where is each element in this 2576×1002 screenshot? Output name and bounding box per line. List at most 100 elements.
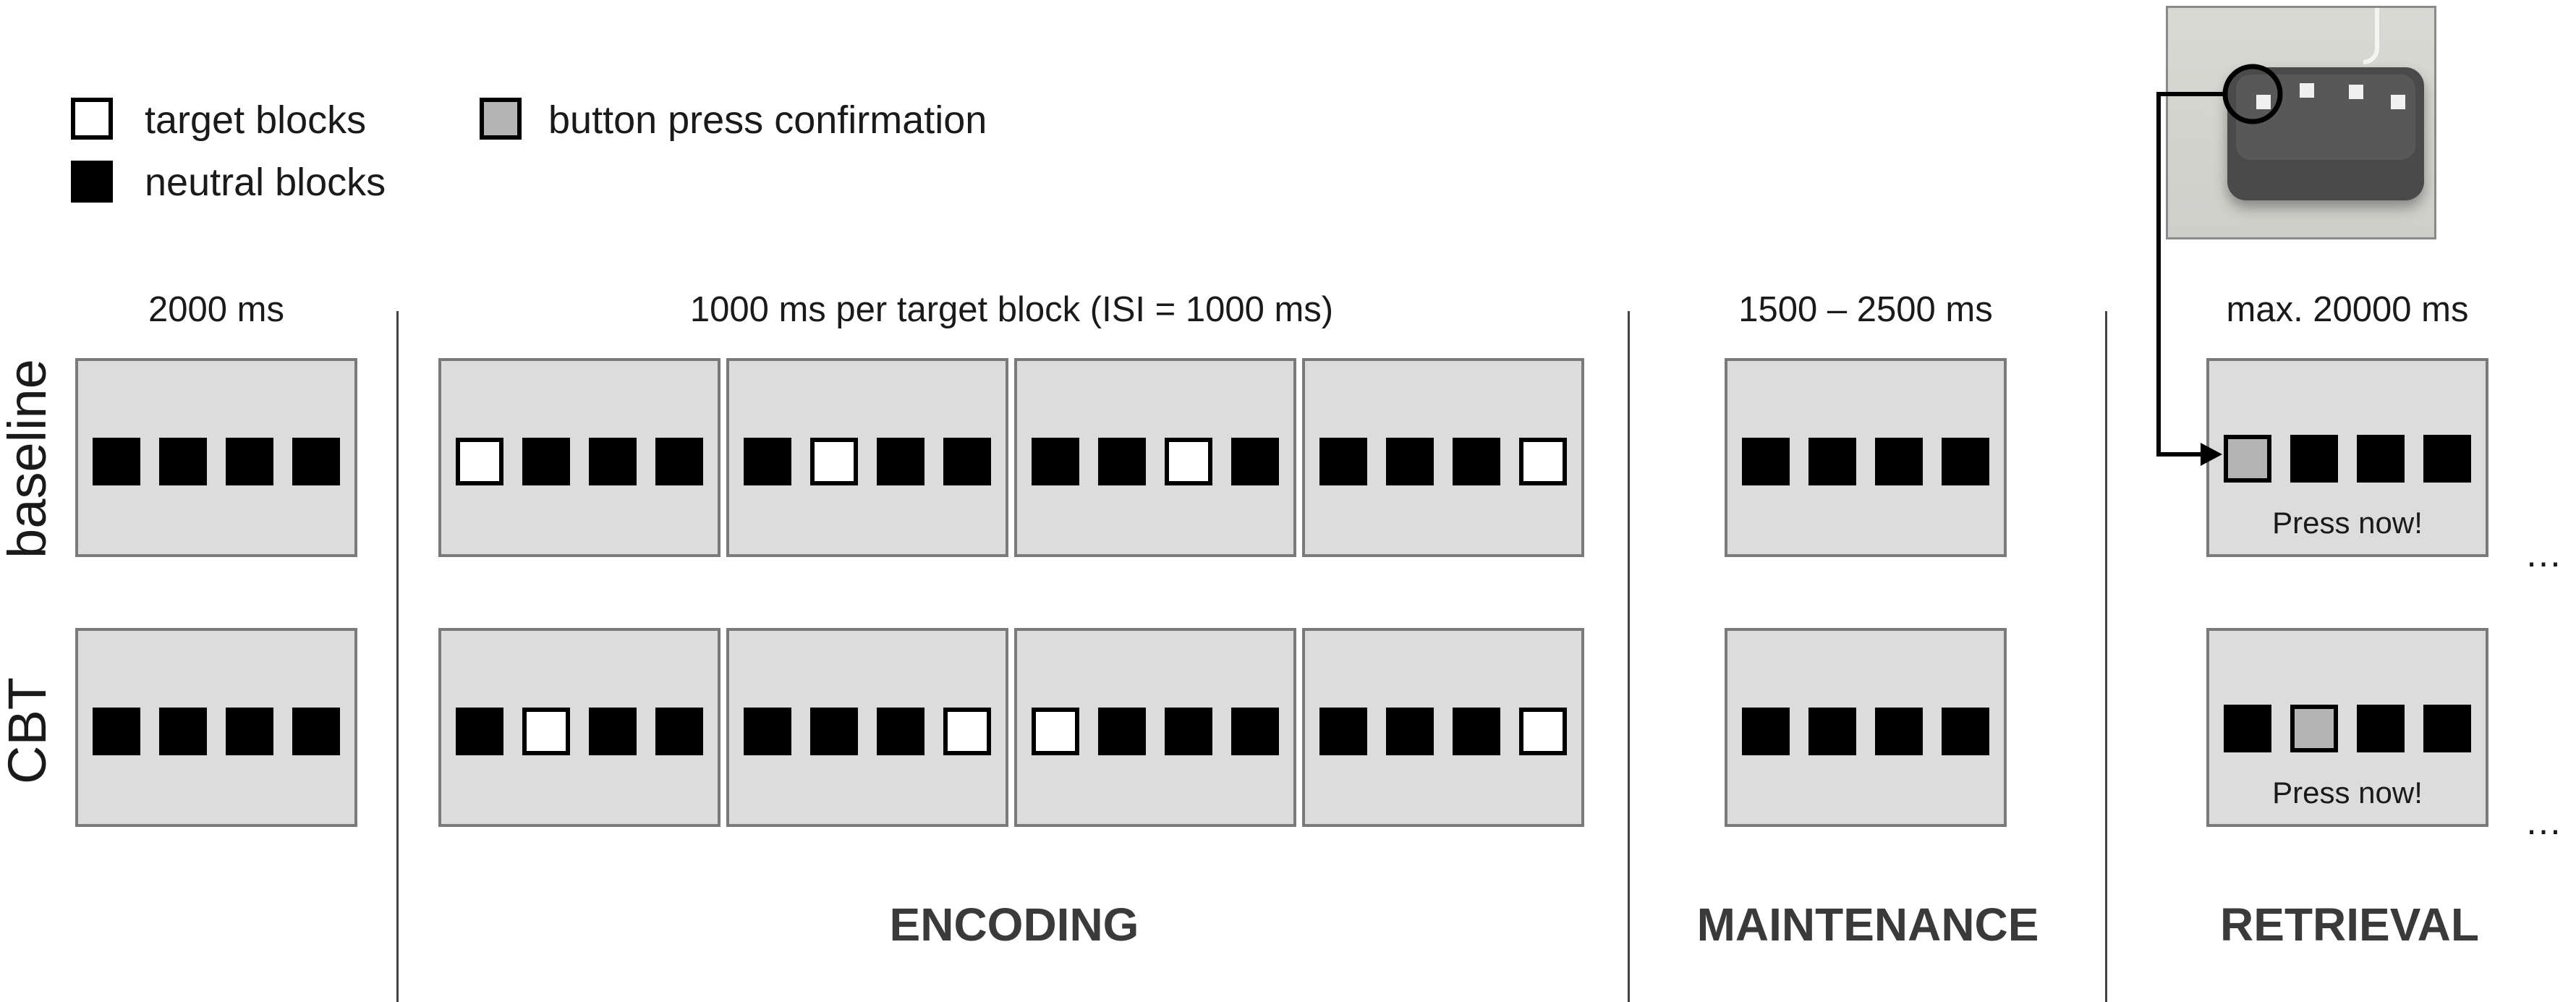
mapping-arrowhead [2201,443,2222,466]
key-highlight-circle [2222,64,2283,124]
baseline-encoding-screen-3 [1014,358,1296,557]
phase-label-encoding: ENCODING [889,899,1139,951]
neutral-block [744,438,791,485]
baseline-maintenance-screen [1725,358,2007,557]
legend-target-label: target blocks [145,98,367,142]
target-block [1165,438,1212,485]
baseline-encoding-screen-4 [1302,358,1584,557]
response-key-2 [2300,83,2314,98]
neutral-block [1319,438,1367,485]
legend-neutral-swatch [71,161,113,203]
neutral-block [292,708,340,755]
continuation-ellipsis-baseline: … [2525,533,2562,575]
neutral-block [93,708,140,755]
legend-press-swatch [480,98,522,140]
neutral-block [655,438,703,485]
neutral-block [226,708,273,755]
response-box [2227,67,2424,200]
cbt-start-screen [75,628,357,827]
neutral-block [456,708,503,755]
timing-encoding: 1000 ms per target block (ISI = 1000 ms) [689,290,1334,329]
baseline-start-screen [75,358,357,557]
press-block [2224,435,2271,483]
neutral-block [1742,708,1790,755]
neutral-block [1808,708,1856,755]
neutral-block [1386,708,1434,755]
cable [2363,8,2379,64]
response-key-4 [2391,95,2405,109]
neutral-block [810,708,858,755]
neutral-block [589,438,637,485]
separator-encoding-maintenance [1628,311,1630,1002]
neutral-block [1098,708,1146,755]
neutral-block [1231,708,1279,755]
neutral-block [2423,435,2471,483]
timing-start: 2000 ms [148,290,284,329]
target-block [522,708,570,755]
neutral-block [2224,705,2271,752]
target-block [943,708,991,755]
neutral-block [2423,705,2471,752]
response-key-1 [2256,95,2271,109]
neutral-block [292,438,340,485]
neutral-block [1453,708,1500,755]
target-block [1519,438,1567,485]
neutral-block [1942,708,1989,755]
neutral-block [1098,438,1146,485]
legend-target-swatch [71,98,113,140]
separator-start-encoding [396,311,399,1002]
target-block [810,438,858,485]
phase-label-maintenance: MAINTENANCE [1696,899,2039,951]
neutral-block [877,438,924,485]
mapping-arrow-line [2156,92,2225,457]
legend-neutral-label: neutral blocks [145,161,386,204]
legend-press-label: button press confirmation [548,98,987,142]
cbt-encoding-screen-3 [1014,628,1296,827]
timing-maintenance: 1500 – 2500 ms [1738,290,1993,329]
cbt-encoding-screen-4 [1302,628,1584,827]
timing-retrieval: max. 20000 ms [2226,290,2469,329]
neutral-block [1875,708,1923,755]
cbt-maintenance-screen [1725,628,2007,827]
neutral-block [1742,438,1790,485]
phase-label-retrieval: RETRIEVAL [2220,899,2479,951]
neutral-block [2290,435,2338,483]
neutral-block [1231,438,1279,485]
neutral-block [1386,438,1434,485]
button-box-photo [2166,6,2436,239]
neutral-block [1808,438,1856,485]
neutral-block [159,708,207,755]
neutral-block [1319,708,1367,755]
baseline-retrieval-screen: Press now! [2206,358,2488,557]
neutral-block [2357,705,2405,752]
neutral-block [1875,438,1923,485]
continuation-ellipsis-cbt: … [2525,801,2562,843]
neutral-block [93,438,140,485]
neutral-block [744,708,791,755]
baseline-encoding-screen-1 [438,358,720,557]
response-key-3 [2349,85,2363,99]
neutral-block [1942,438,1989,485]
press-now-prompt: Press now! [2272,776,2423,810]
target-block [1032,708,1079,755]
neutral-block [877,708,924,755]
neutral-block [943,438,991,485]
neutral-block [1032,438,1079,485]
neutral-block [522,438,570,485]
baseline-encoding-screen-2 [726,358,1008,557]
separator-maintenance-retrieval [2105,311,2107,1002]
neutral-block [589,708,637,755]
press-block [2290,705,2338,752]
cbt-encoding-screen-2 [726,628,1008,827]
neutral-block [1165,708,1212,755]
neutral-block [226,438,273,485]
press-now-prompt: Press now! [2272,506,2423,540]
neutral-block [655,708,703,755]
target-block [456,438,503,485]
cbt-retrieval-screen: Press now! [2206,628,2488,827]
neutral-block [159,438,207,485]
neutral-block [1453,438,1500,485]
target-block [1519,708,1567,755]
neutral-block [2357,435,2405,483]
